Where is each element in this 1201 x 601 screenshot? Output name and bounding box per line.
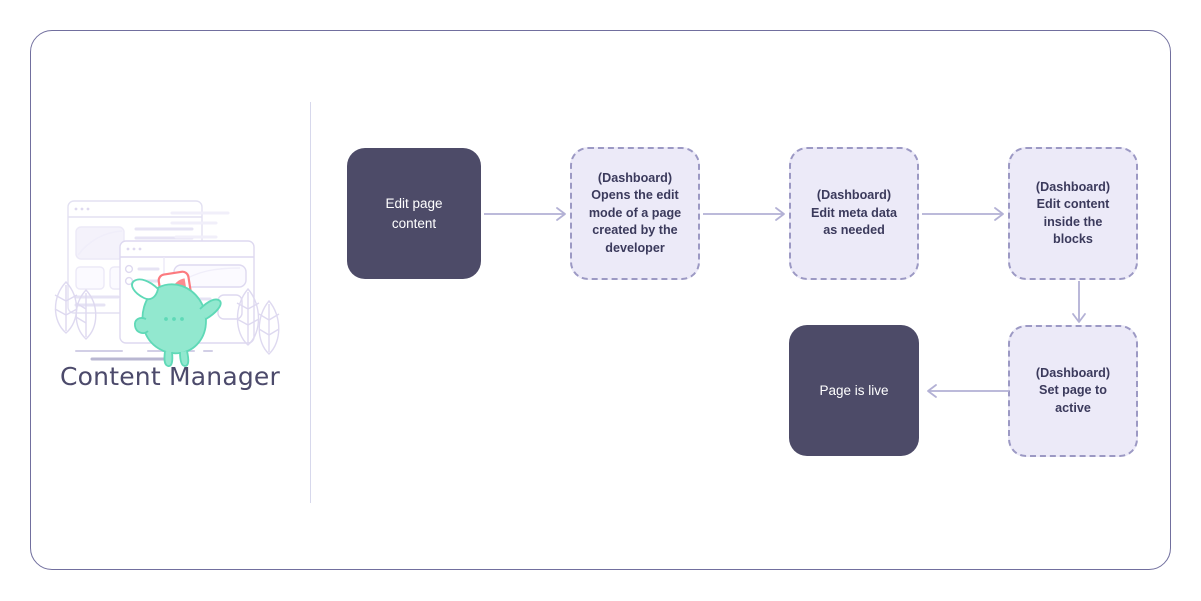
node-line: (Dashboard): [816, 188, 892, 203]
node-line: (Dashboard): [1035, 365, 1111, 380]
flow-arrow-right-icon: [922, 205, 1010, 223]
node-line: mode of a page: [588, 205, 682, 220]
node-line: Set page to: [1039, 383, 1107, 398]
flow-node-edit-meta-data[interactable]: (Dashboard) Edit meta data as needed: [789, 147, 919, 280]
column-divider: [310, 102, 311, 503]
node-line: blocks: [1053, 231, 1093, 246]
flow-node-page-is-live[interactable]: Page is live: [789, 325, 919, 456]
flow-arrow-down-icon: [1070, 281, 1088, 327]
node-line: (Dashboard): [1035, 179, 1111, 194]
flow-arrow-left-icon: [921, 382, 1011, 400]
node-line: Edit page: [385, 195, 443, 211]
node-line: Edit meta data: [810, 205, 898, 220]
flow-node-edit-page-content[interactable]: Edit page content: [347, 148, 481, 279]
node-line: created by the: [592, 223, 678, 238]
flow-node-opens-edit-mode[interactable]: (Dashboard) Opens the edit mode of a pag…: [570, 147, 700, 280]
flow-node-set-page-active[interactable]: (Dashboard) Set page to active: [1008, 325, 1138, 457]
node-line: Edit content: [1036, 197, 1110, 212]
node-line: active: [1055, 400, 1091, 415]
panel-border: [30, 30, 1171, 570]
flow-arrow-right-icon: [484, 205, 572, 223]
node-line: as needed: [823, 223, 885, 238]
node-line: Opens the edit: [591, 188, 679, 203]
flow-arrow-right-icon: [703, 205, 791, 223]
node-line: content: [391, 215, 437, 231]
flow-node-edit-content-blocks[interactable]: (Dashboard) Edit content inside the bloc…: [1008, 147, 1138, 280]
node-line: Page is live: [819, 382, 889, 398]
content-manager-illustration: [40, 185, 300, 400]
node-line: inside the: [1043, 214, 1103, 229]
node-line: developer: [605, 240, 665, 255]
page-title: Content Manager: [60, 362, 280, 391]
node-line: (Dashboard): [597, 171, 673, 186]
